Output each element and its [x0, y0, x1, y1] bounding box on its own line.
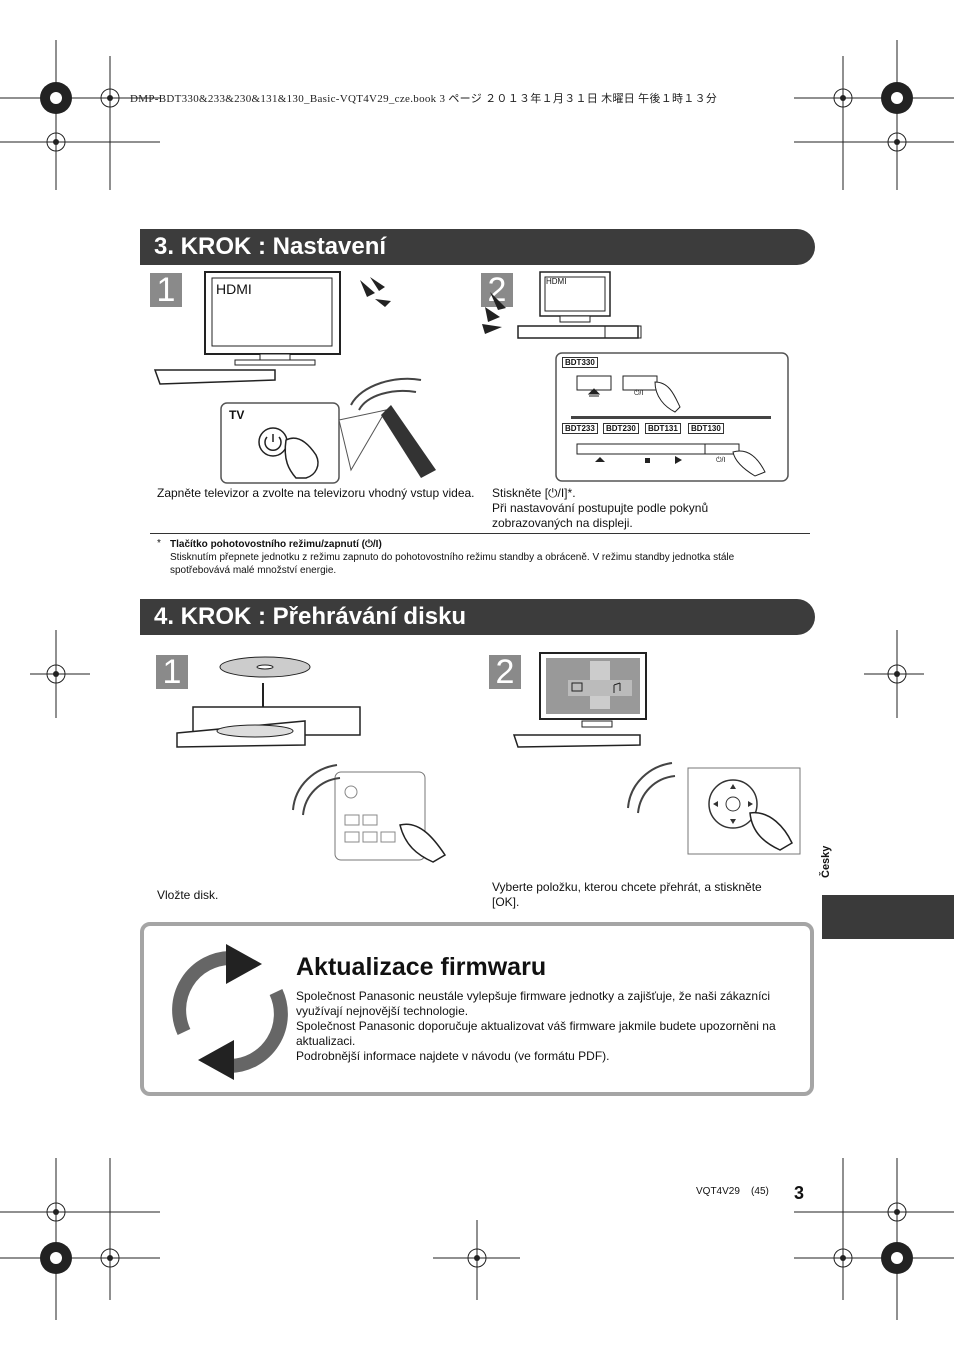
- step4-banner: 4. KROK : Přehrávání disku: [140, 599, 815, 635]
- power-symbol-label: ⏻/I: [634, 390, 644, 397]
- tv-hdmi-label: HDMI: [216, 281, 252, 297]
- step3-sub2-caption-line1: Stiskněte [⏻/I]*.: [492, 486, 576, 500]
- refresh-arrows-icon: [172, 944, 288, 1080]
- footnote-text: Stisknutím přepnete jednotku z režimu za…: [170, 552, 735, 576]
- footer-sub: (45): [751, 1186, 769, 1197]
- player-tv-hdmi-label: HDMI: [546, 277, 567, 286]
- model-tag-bdt131: BDT131: [645, 423, 681, 434]
- language-label: Česky: [820, 845, 832, 878]
- footnote-title: Tlačítko pohotovostního režimu/zapnutí (…: [170, 539, 382, 550]
- remote-callout: [220, 377, 436, 484]
- step3-sub1-number: 1: [150, 273, 182, 307]
- tv-illustration: [153, 271, 341, 385]
- signal-flash-icon: [360, 277, 391, 307]
- file-info-header: DMP-BDT330&233&230&131&130_Basic-VQT4V29…: [130, 93, 718, 105]
- footnote-marker: *: [157, 538, 161, 549]
- footer-code: VQT4V29 (45): [696, 1186, 769, 1197]
- disc-insert-illustration: [176, 656, 361, 748]
- remote-open-close-illustration: [292, 764, 447, 863]
- model-tag-bdt230: BDT230: [603, 423, 639, 434]
- power-symbol-label-2: ⏻/I: [716, 457, 726, 464]
- firmware-para2: Společnost Panasonic doporučuje aktualiz…: [296, 1019, 776, 1048]
- step3-sub1-caption: Zapněte televizor a zvolte na televizoru…: [157, 486, 475, 500]
- firmware-text: Společnost Panasonic neustále vylepšuje …: [296, 989, 796, 1064]
- step3-banner: 3. KROK : Nastavení: [140, 229, 815, 265]
- step4-sub2-number: 2: [489, 655, 521, 689]
- firmware-para1: Společnost Panasonic neustále vylepšuje …: [296, 989, 771, 1018]
- step4-sub2-caption: Vyberte položku, kterou chcete přehrát, …: [492, 880, 762, 909]
- player-tv-illustration: [482, 271, 642, 339]
- remote-ok-illustration: [627, 762, 801, 855]
- step3-sub2-caption: Stiskněte [⏻/I]*. Při nastavování postup…: [492, 486, 792, 531]
- step3-sub2-number: 2: [481, 273, 513, 307]
- remote-tv-label: TV: [229, 408, 245, 422]
- footnote: Tlačítko pohotovostního režimu/zapnutí (…: [170, 538, 790, 577]
- player-front-panel-callout: [555, 352, 789, 482]
- firmware-para3: Podrobnější informace najdete v návodu (…: [296, 1049, 610, 1063]
- page-number: 3: [794, 1183, 805, 1203]
- model-tag-bdt330: BDT330: [562, 357, 598, 368]
- step4-sub1-caption: Vložte disk.: [157, 888, 219, 902]
- footnote-divider: [150, 533, 810, 534]
- step4-sub1-number: 1: [156, 655, 188, 689]
- language-tab: [822, 895, 954, 939]
- footer-code-text: VQT4V29: [696, 1186, 740, 1197]
- firmware-title: Aktualizace firmwaru: [296, 953, 547, 981]
- step3-sub2-caption-line2: Při nastavování postupujte podle pokynů …: [492, 501, 709, 530]
- model-tag-bdt130: BDT130: [688, 423, 724, 434]
- menu-tv-illustration: [512, 652, 647, 748]
- model-tag-bdt233: BDT233: [562, 423, 598, 434]
